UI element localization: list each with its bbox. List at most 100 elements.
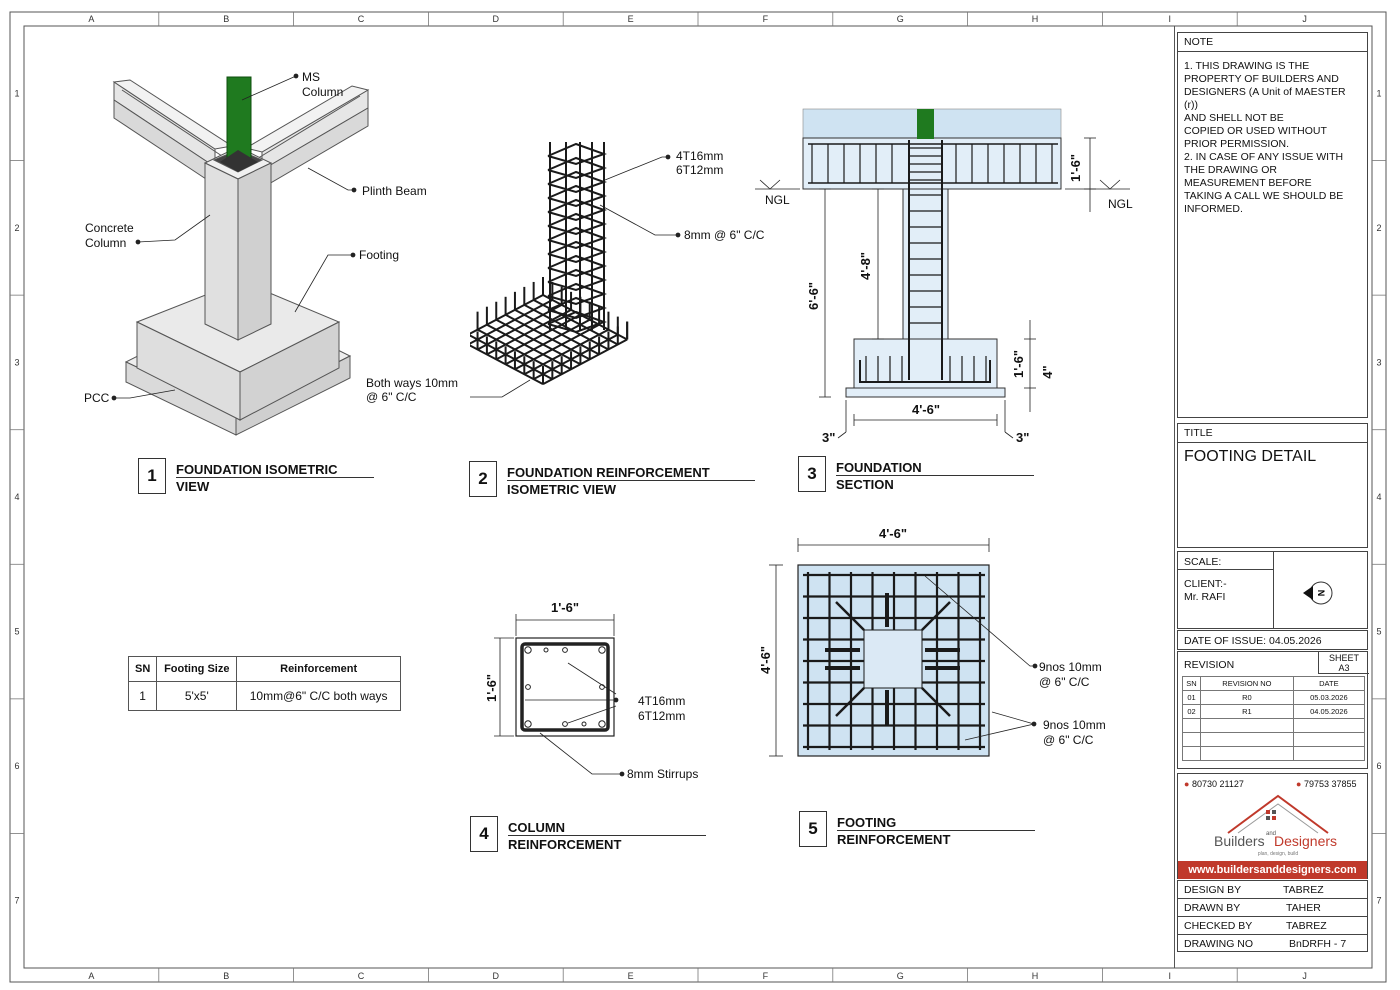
view-title-3-line1: FOUNDATION xyxy=(836,460,922,475)
grid-row-label: 3 xyxy=(14,357,19,367)
design-by-label: DESIGN BY xyxy=(1184,884,1242,896)
grid-column-label: G xyxy=(897,971,904,981)
note-line: INFORMED. xyxy=(1184,203,1243,215)
north-arrow-icon: N xyxy=(1303,581,1333,605)
note-line: PRIOR PERMISSION. xyxy=(1184,138,1290,150)
brand-name-2: Designers xyxy=(1274,833,1337,849)
grid-column-label: A xyxy=(88,971,94,981)
note-line: TAKING A CALL WE SHOULD BE xyxy=(1184,190,1344,202)
company-logo: Builders and Designers plan, design, bui… xyxy=(1214,794,1337,857)
label-mesh-2: @ 6" C/C xyxy=(366,390,417,404)
grid-row-label: 5 xyxy=(1376,627,1381,637)
grid-row-label: 5 xyxy=(14,627,19,637)
phone-1: ● 80730 21127 xyxy=(1184,779,1244,789)
label-column-bars-1: 4T16mm xyxy=(638,694,685,708)
ms-column-shape xyxy=(220,76,258,172)
label-concrete-column-2: Column xyxy=(85,236,126,250)
dim-footing-plan-width: 4'-6" xyxy=(879,526,907,541)
plinth-beam-shape xyxy=(112,79,370,189)
grid-column-label: J xyxy=(1302,971,1307,981)
label-ms-column-1: MS xyxy=(302,70,320,84)
rebar-section xyxy=(598,646,606,654)
website-link[interactable]: www.buildersanddesigners.com xyxy=(1188,864,1357,876)
note-line: 1. THIS DRAWING IS THE xyxy=(1184,60,1310,72)
label-plinth-beam: Plinth Beam xyxy=(362,184,427,198)
grid-column-label: J xyxy=(1302,14,1307,24)
checked-by-value: TABREZ xyxy=(1286,920,1327,932)
view-title-1-line2: VIEW xyxy=(176,479,210,494)
rev-cell: R0 xyxy=(1200,690,1294,705)
concrete-column-shape xyxy=(203,146,273,341)
drawing-title: FOOTING DETAIL xyxy=(1184,448,1317,465)
label-ngl-left: NGL xyxy=(765,193,790,207)
revision-label: REVISION xyxy=(1184,659,1235,671)
label-footing-bars-b2: @ 6" C/C xyxy=(1043,733,1094,747)
phone-2: ● 79753 37855 xyxy=(1296,779,1357,789)
dim-total-depth: 6'-6" xyxy=(806,282,821,310)
table-row: 1 5'x5' 10mm@6" C/C both ways xyxy=(127,681,401,711)
grid-row-label: 4 xyxy=(1376,492,1381,502)
table-row xyxy=(1182,746,1366,761)
client-label: CLIENT:- xyxy=(1184,578,1227,590)
grid-column-label: C xyxy=(358,14,365,24)
rebar-section xyxy=(562,647,568,653)
grid-column-label: B xyxy=(223,971,229,981)
grid-row-label: 2 xyxy=(14,223,19,233)
rev-cell: 02 xyxy=(1182,704,1201,719)
rev-header-date: DATE xyxy=(1292,676,1366,691)
schedule-cell: 5'x5' xyxy=(156,681,238,711)
grid-column-label: F xyxy=(763,14,769,24)
phone-icon: ● xyxy=(1184,779,1190,789)
note-label: NOTE xyxy=(1178,33,1367,52)
sheet-label: SHEET xyxy=(1328,653,1359,663)
rev-cell: 01 xyxy=(1182,690,1201,705)
label-ngl-right: NGL xyxy=(1108,197,1133,211)
title-box: TITLE FOOTING DETAIL xyxy=(1177,423,1368,548)
rev-cell: 04.05.2026 xyxy=(1292,704,1366,719)
website-banner[interactable]: www.buildersanddesigners.com xyxy=(1178,861,1367,879)
table-row: 02 R1 04.05.2026 xyxy=(1182,704,1366,719)
note-line: THE DRAWING OR xyxy=(1184,164,1277,176)
label-stirrups: 8mm @ 6" C/C xyxy=(684,228,765,242)
schedule-cell: 10mm@6" C/C both ways xyxy=(236,681,401,711)
view-title-1-rule xyxy=(176,477,374,478)
grid-column-label: B xyxy=(223,14,229,24)
signoff-row-drawing-no: DRAWING NO BnDRFH - 7 xyxy=(1178,935,1367,952)
grid-column-label: D xyxy=(493,971,500,981)
rebar-section xyxy=(581,721,587,727)
rebar-section xyxy=(598,720,606,728)
grid-column-label: H xyxy=(1032,971,1039,981)
view-foundation-isometric: MS Column Plinth Beam Concrete Column Fo… xyxy=(84,70,427,436)
view-title-4-line1: COLUMN xyxy=(508,820,566,835)
dim-footing-plan-depth: 4'-6" xyxy=(758,646,773,674)
phone-2-text: 79753 37855 xyxy=(1303,779,1357,789)
grid-row-label: 6 xyxy=(14,761,19,771)
dim-column-width: 1'-6" xyxy=(551,600,579,615)
scale-client-box: SCALE: CLIENT:- Mr. RAFI N xyxy=(1177,551,1368,629)
label-footing: Footing xyxy=(359,248,399,262)
label-column-bars-2: 6T12mm xyxy=(638,709,685,723)
grid-column-label: G xyxy=(897,14,904,24)
revision-box: REVISION SHEET A3 SN REVISION NO DATE 01… xyxy=(1177,651,1369,769)
view-number-4: 4 xyxy=(470,816,498,852)
signoff-row-drawn: DRAWN BY TAHER xyxy=(1178,899,1367,917)
rebar-section xyxy=(524,720,532,728)
label-footing-bars-a2: @ 6" C/C xyxy=(1039,675,1090,689)
phone-icon: ● xyxy=(1296,779,1302,789)
label-mesh-1: Both ways 10mm xyxy=(366,376,458,390)
phone-1-text: 80730 21127 xyxy=(1191,779,1244,789)
label-pcc: PCC xyxy=(84,391,110,405)
rev-header-sn: SN xyxy=(1182,676,1201,691)
dim-plinth-height: 1'-6" xyxy=(1068,154,1083,182)
brand-name-1: Builders xyxy=(1214,833,1265,849)
grid-column-label: I xyxy=(1169,971,1172,981)
view-foundation-section: NGL NGL 1'-6" 6'-6" 4'-8" 1'-6" 4" 4'-6"… xyxy=(755,108,1133,445)
schedule-header-row: SN Footing Size Reinforcement xyxy=(127,656,401,682)
revision-header-row: SN REVISION NO DATE xyxy=(1182,676,1366,691)
note-line: COPIED OR USED WITHOUT xyxy=(1184,125,1327,137)
label-main-bars-2: 6T12mm xyxy=(676,163,723,177)
view-reinforcement-isometric xyxy=(470,142,681,398)
note-line: PROPERTY OF BUILDERS AND xyxy=(1184,73,1339,85)
